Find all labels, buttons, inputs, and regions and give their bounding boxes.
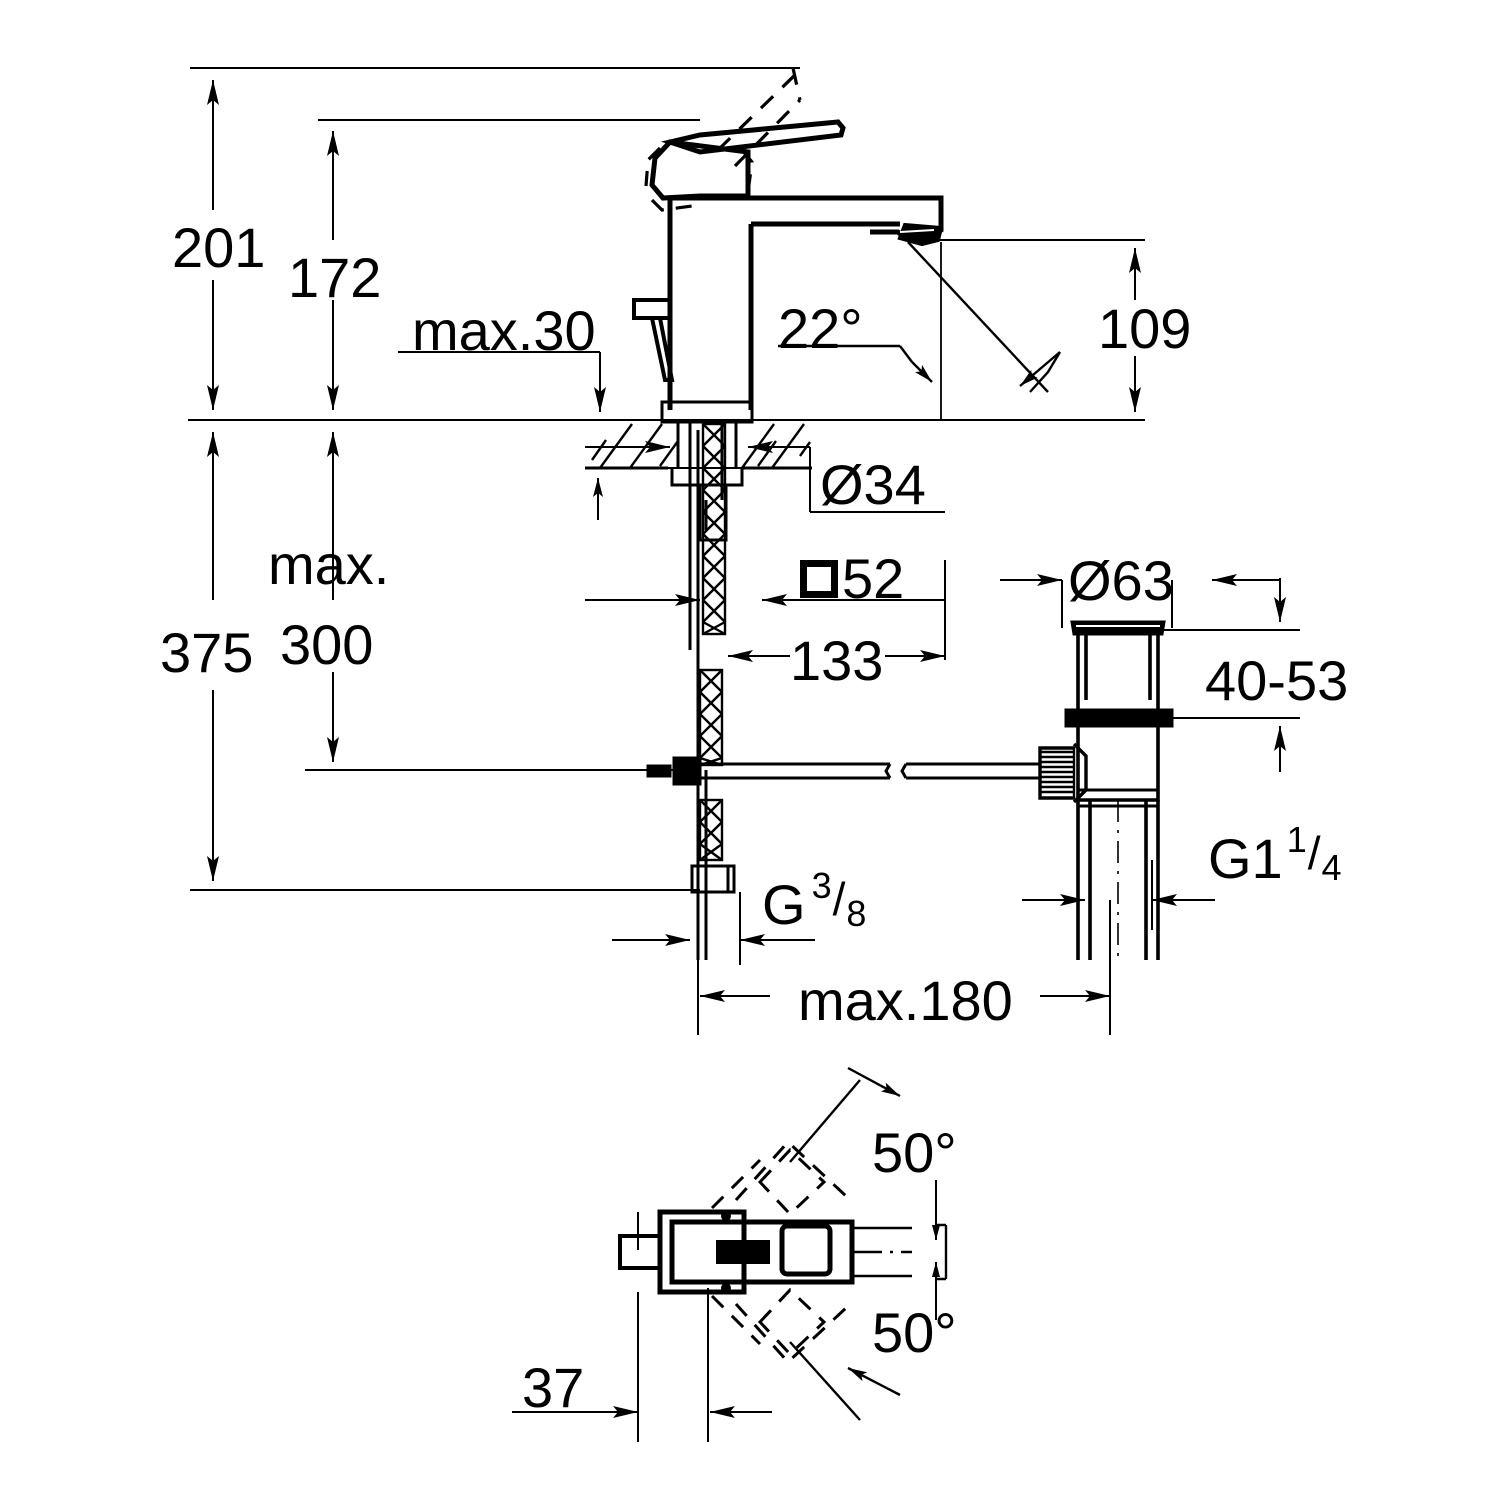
supply-hose-end-nut [690,864,736,894]
label-angle-22: 22° [778,297,863,360]
faucet-spout-aerator [897,222,944,247]
fraction-slash: / [832,873,846,925]
dim-dia-63 [1000,574,1280,628]
drain-flange-cap [1070,620,1166,636]
label-max-180: max.180 [798,969,1013,1032]
label-dia-34: Ø34 [820,453,926,516]
drain-lever-port [1038,742,1088,804]
fraction-numerator: 3 [811,865,832,906]
label-max-30: max.30 [412,299,596,362]
dim-dia-34 [585,441,945,513]
label-201: 201 [172,216,266,279]
dim-swivel-upper-50 [789,1066,901,1163]
faucet-lever-swivel-ghost [644,146,754,212]
dim-133 [728,560,946,662]
label-swivel-upper-50: 50° [872,1121,957,1184]
square-symbol-icon [800,559,838,598]
fraction-numerator: 1 [1286,819,1307,860]
plan-swivel-ghost-upper [710,1139,848,1217]
fraction-denominator: 4 [1321,847,1342,888]
label-max-prefix: max. [268,533,390,596]
label-172: 172 [288,246,382,309]
label-133: 133 [790,629,884,692]
label-max-300: 300 [280,613,374,676]
dim-G114 [1022,860,1215,930]
fraction-slash: / [1307,827,1321,879]
faucet-lever [660,119,846,155]
drain-seal-ring [1064,708,1174,728]
label-G38: G 3 / 8 [762,865,867,937]
supply-tube-lower [696,660,708,960]
plan-spout-lines [852,1223,948,1281]
popup-pull-rod [646,756,1040,786]
dim-max-30 [398,351,606,412]
dim-37 [512,1212,772,1442]
plan-screw-dots [721,1211,731,1293]
label-40-53: 40-53 [1205,649,1349,712]
label-swivel-lower-50: 50° [872,1301,957,1364]
plan-swivel-ghost-lower [710,1287,848,1365]
reference-lines [188,67,1145,891]
dim-max-180 [697,900,1111,1035]
label-square-52: 52 [800,546,904,611]
label-dia-63: Ø63 [1068,549,1174,612]
dim-G38 [612,892,815,965]
popup-rod-lift-knob [632,298,675,382]
dim-angle-22 [778,241,1062,420]
plan-lever-tail [618,1234,662,1270]
dim-40-53 [1162,578,1300,772]
label-375: 375 [160,621,254,684]
drain-body [1076,623,1160,960]
fraction-denominator: 8 [846,893,867,934]
supply-tube-outer [688,430,700,660]
label-37: 37 [522,1356,585,1419]
plan-aerator-square [779,1223,833,1277]
supply-hose-lower-mesh [698,668,724,862]
dim-109 [915,239,1145,412]
supply-hose-upper-mesh [701,422,727,636]
dim-swivel-lower-50 [789,1341,901,1421]
popup-rod-knurled-nut [1038,746,1076,800]
label-109: 109 [1098,297,1192,360]
label-G114: G1 1 / 4 [1208,819,1342,891]
plan-cartridge-detail [716,1240,770,1264]
